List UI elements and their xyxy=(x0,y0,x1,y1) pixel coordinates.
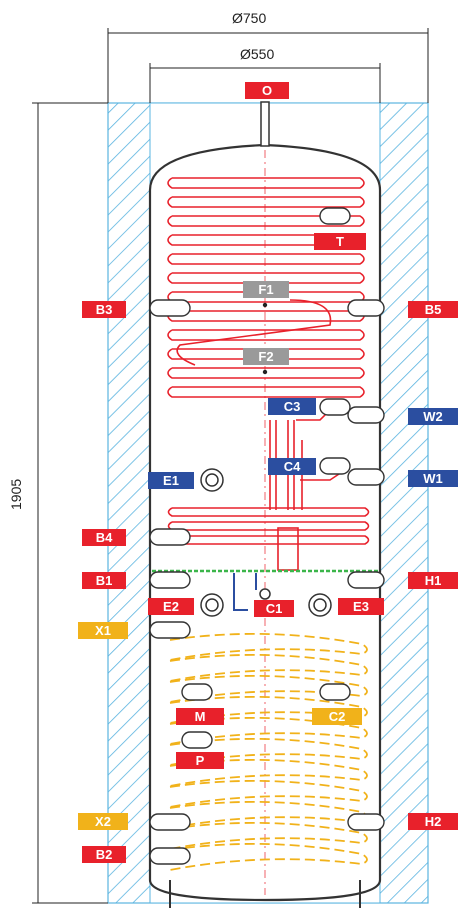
spiral-turn xyxy=(169,695,368,724)
label-x1: X1 xyxy=(78,622,128,639)
spiral-turn xyxy=(169,758,368,787)
label-b2: B2 xyxy=(82,846,126,863)
pipe-stub xyxy=(347,468,385,486)
pipe-stub xyxy=(181,731,213,749)
label-w1: W1 xyxy=(408,470,458,487)
label-w2: W2 xyxy=(408,408,458,425)
pipe-stub xyxy=(149,847,191,865)
pipe-stub xyxy=(149,813,191,831)
pipe-stub xyxy=(347,813,385,831)
pipe-stub xyxy=(319,207,351,225)
pipe-stub xyxy=(347,299,385,317)
coil-crossover xyxy=(176,299,332,366)
coil-loop xyxy=(167,386,365,398)
coil-loop xyxy=(167,367,365,379)
pipe-stub xyxy=(149,528,191,546)
pipe-stub xyxy=(347,571,385,589)
label-c4: C4 xyxy=(268,458,316,475)
label-h1: H1 xyxy=(408,572,458,589)
coil-loop xyxy=(167,272,365,284)
coil-loop xyxy=(167,253,365,265)
label-c2: C2 xyxy=(312,708,362,725)
pipe-stub xyxy=(149,571,191,589)
coil-loop xyxy=(167,215,365,227)
round-ports xyxy=(200,468,332,617)
inner-diameter-label: Ø550 xyxy=(240,46,275,62)
coil-loop xyxy=(167,348,365,360)
sensor-dots xyxy=(262,302,268,375)
label-b5: B5 xyxy=(408,301,458,318)
label-b3: B3 xyxy=(82,301,126,318)
connection-stubs xyxy=(149,207,385,865)
pipe-stub xyxy=(319,683,351,701)
coil-loop xyxy=(167,177,365,189)
pipe-stub xyxy=(319,457,351,475)
label-c3: C3 xyxy=(268,398,316,415)
pipe-stub xyxy=(149,621,191,639)
outer-diameter-label: Ø750 xyxy=(232,10,267,26)
spiral-turn xyxy=(169,653,368,682)
c1-tubes xyxy=(233,573,257,611)
upper-heat-exchanger-coil xyxy=(167,177,365,398)
dimension-lines xyxy=(32,28,429,904)
spiral-turn xyxy=(169,674,368,703)
pipe-stub xyxy=(149,299,191,317)
label-b1: B1 xyxy=(82,572,126,589)
height-label: 1905 xyxy=(8,478,24,510)
label-m: M xyxy=(176,708,224,725)
spiral-turn xyxy=(169,821,368,850)
coil-loop xyxy=(167,196,365,208)
label-h2: H2 xyxy=(408,813,458,830)
coil-loop xyxy=(167,507,370,517)
spiral-turn xyxy=(169,737,368,766)
label-c1: C1 xyxy=(254,600,294,617)
label-x2: X2 xyxy=(78,813,128,830)
label-e1: E1 xyxy=(148,472,194,489)
coil-loop xyxy=(167,329,365,341)
spiral-turn xyxy=(169,779,368,808)
label-e3: E3 xyxy=(338,598,384,615)
label-p: P xyxy=(176,752,224,769)
pipe-stub xyxy=(181,683,213,701)
label-f2: F2 xyxy=(243,348,289,365)
pipe-stub xyxy=(319,398,351,416)
label-t: T xyxy=(314,233,366,250)
coil-loop xyxy=(167,521,370,531)
label-b4: B4 xyxy=(82,529,126,546)
pipe-stub xyxy=(347,406,385,424)
spiral-turn xyxy=(169,632,368,661)
lower-spiral-coil xyxy=(169,632,368,871)
spiral-turn xyxy=(169,716,368,745)
label-e2: E2 xyxy=(148,598,194,615)
label-o: O xyxy=(245,82,289,99)
label-f1: F1 xyxy=(243,281,289,298)
spiral-turn xyxy=(169,842,368,871)
